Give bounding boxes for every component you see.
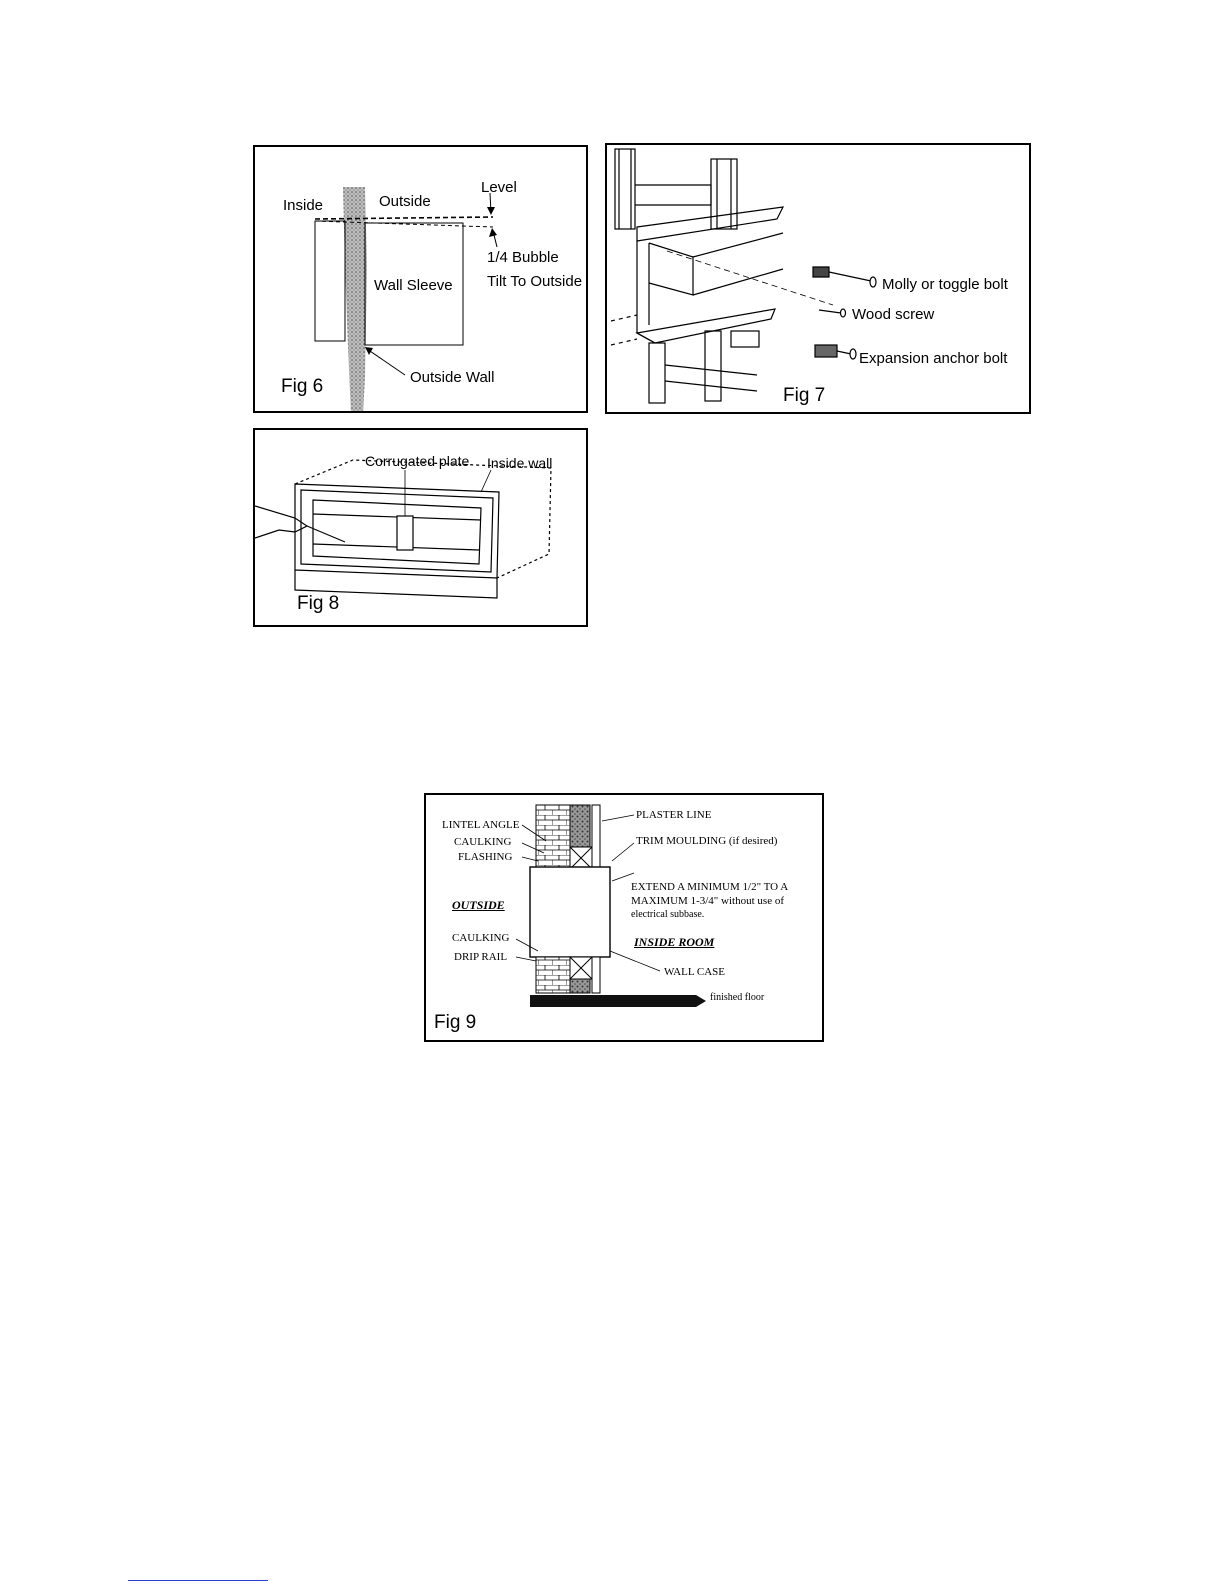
fig7-molly-label: Molly or toggle bolt bbox=[882, 276, 1008, 293]
fig9-outside-label: OUTSIDE bbox=[452, 898, 505, 912]
fig6-caption: Fig 6 bbox=[281, 376, 324, 397]
fig6-inside-label: Inside bbox=[283, 197, 324, 214]
fig9-floor-label: finished floor bbox=[710, 992, 765, 1003]
fig7-anchor-label: Expansion anchor bolt bbox=[859, 350, 1008, 367]
fig6-sleeve-label: Wall Sleeve bbox=[374, 277, 453, 294]
fig9-extend-line1: EXTEND A MINIMUM 1/2" TO A bbox=[631, 881, 789, 893]
bolt-icons bbox=[812, 266, 877, 360]
fig8-corrugated-label: Corrugated plate bbox=[365, 453, 470, 469]
fig9-caulking-bottom-label: CAULKING bbox=[452, 932, 510, 944]
fig6-tilt-label: Tilt To Outside bbox=[487, 273, 583, 290]
fig6-panel: Inside Outside Level 1/4 Bubble Tilt To … bbox=[253, 145, 588, 413]
fig9-caption: Fig 9 bbox=[434, 1012, 477, 1033]
fig6-outside-label: Outside bbox=[379, 193, 431, 210]
fig9-drip-rail-label: DRIP RAIL bbox=[454, 951, 508, 963]
fig8-panel: Corrugated plate Inside wall Fig 8 bbox=[253, 428, 588, 627]
fig9-extend-line2: MAXIMUM 1-3/4" without use of bbox=[631, 895, 784, 907]
fig9-wall-case-label: WALL CASE bbox=[664, 966, 726, 978]
fig9-caulking-top-label: CAULKING bbox=[454, 836, 512, 848]
footer-rule bbox=[128, 1580, 268, 1581]
fig8-inside-wall-label: Inside wall bbox=[487, 455, 553, 471]
fig9-plaster-label: PLASTER LINE bbox=[636, 809, 712, 821]
fig8-drawing bbox=[255, 459, 552, 599]
fig8-caption: Fig 8 bbox=[297, 593, 340, 614]
fig9-panel: LINTEL ANGLE CAULKING FLASHING OUTSIDE C… bbox=[424, 793, 824, 1042]
fig9-trim-label: TRIM MOULDING (if desired) bbox=[636, 835, 778, 847]
fig9-drawing bbox=[515, 804, 706, 1007]
fig6-drawing bbox=[314, 187, 498, 411]
fig7-drawing bbox=[610, 148, 877, 404]
fig6-bubble-label: 1/4 Bubble bbox=[487, 249, 559, 266]
fig6-level-label: Level bbox=[481, 179, 517, 196]
fig9-inside-room-label: INSIDE ROOM bbox=[634, 935, 715, 949]
fig9-flashing-label: FLASHING bbox=[458, 851, 513, 863]
fig7-panel: Molly or toggle bolt Wood screw Expansio… bbox=[605, 143, 1031, 414]
fig9-extend-line3: electrical subbase. bbox=[631, 909, 705, 920]
outside-wall-shape bbox=[343, 187, 367, 411]
fig7-wood-screw-label: Wood screw bbox=[852, 306, 935, 323]
fig7-caption: Fig 7 bbox=[783, 385, 826, 406]
fig6-outside-wall-label: Outside Wall bbox=[410, 369, 495, 386]
fig9-lintel-label: LINTEL ANGLE bbox=[442, 819, 520, 831]
